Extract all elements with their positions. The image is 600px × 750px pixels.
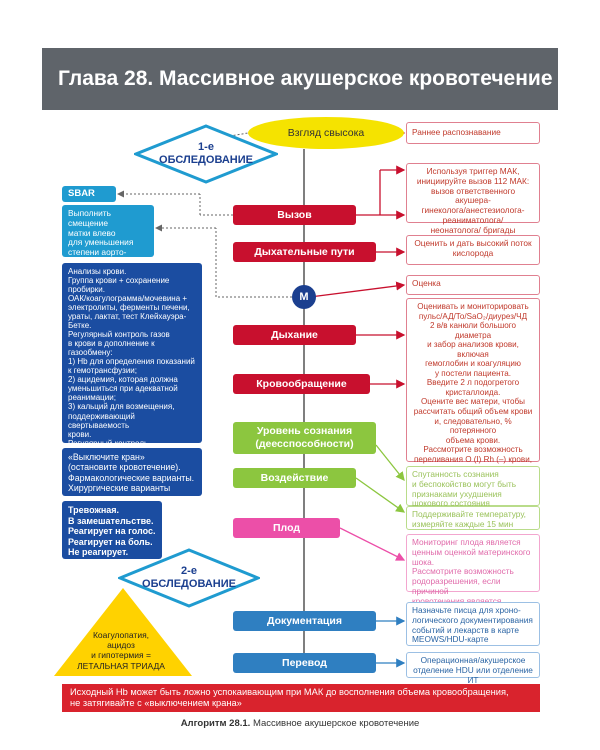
lethal-triad-text: Коагулопатия, ацидоз и гипотермия = ЛЕТА… <box>77 630 165 671</box>
box-call-instructions: Используя триггер МАК, инициируйте вызов… <box>406 163 540 244</box>
second-survey-diamond: 2-е ОБСЛЕДОВАНИЕ <box>118 548 260 608</box>
step-transfer: Перевод <box>233 653 376 673</box>
box-consciousness-note: Спутанность сознания и беспокойство могу… <box>406 466 540 508</box>
box-airway-oxygen: Оценить и дать высокий поток кислорода <box>406 235 540 265</box>
avpu-scale-box: Тревожная. В замешательстве. Реагирует н… <box>62 501 162 559</box>
figure-caption: Алгоритм 28.1. Массивное акушерское кров… <box>0 718 600 729</box>
caption-label: Алгоритм 28.1. <box>180 718 251 729</box>
uterus-displacement-box: Выполнить смещение матки влево для умень… <box>62 205 154 277</box>
step-exposure: Воздействие <box>233 468 356 488</box>
box-documentation: Назначьте писца для хроно- логического д… <box>406 602 540 646</box>
hub-m-circle: М <box>292 285 316 309</box>
warning-bar: Исходный Hb может быть ложно успокаивающ… <box>62 684 540 712</box>
box-transfer-destination: Операционная/акушерское отделение HDU ил… <box>406 652 540 684</box>
first-survey-diamond: 1-е ОБСЛЕДОВАНИЕ <box>134 124 278 184</box>
step-airway: Дыхательные пути <box>233 242 376 262</box>
box-temperature: Поддерживайте температуру, измеряйте каж… <box>406 506 540 530</box>
blood-tests-box: Анализы крови. Группа крови + сохранение… <box>62 263 202 493</box>
step-breathing: Дыхание <box>233 325 356 345</box>
box-assessment: Оценка <box>406 275 540 295</box>
box-early-recognition: Раннее распознавание <box>406 122 540 144</box>
lethal-triad-triangle <box>54 588 192 676</box>
step-fetus: Плод <box>233 518 340 538</box>
step-documentation: Документация <box>233 611 376 631</box>
turn-off-tap-box: «Выключите кран» (остановите кровотечени… <box>62 448 202 496</box>
chapter-title: Глава 28. Массивное акушерское кровотече… <box>42 48 558 110</box>
step-call: Вызов <box>233 205 356 225</box>
sbar-box: SBAR <box>62 186 116 202</box>
box-monitoring: Оценивать и мониторировать пульс/АД/To/S… <box>406 298 540 511</box>
step-consciousness: Уровень сознания (деесспособности) <box>233 422 376 454</box>
second-survey-label: 2-е ОБСЛЕДОВАНИЕ <box>142 564 236 590</box>
caption-text: Массивное акушерское кровотечение <box>250 718 420 729</box>
step-circulation: Кровообращение <box>233 374 370 394</box>
box-fetal-monitoring: Мониторинг плода является ценным оценкой… <box>406 534 540 615</box>
start-ellipse: Взгляд свысока <box>248 117 404 149</box>
first-survey-label: 1-е ОБСЛЕДОВАНИЕ <box>159 140 253 166</box>
